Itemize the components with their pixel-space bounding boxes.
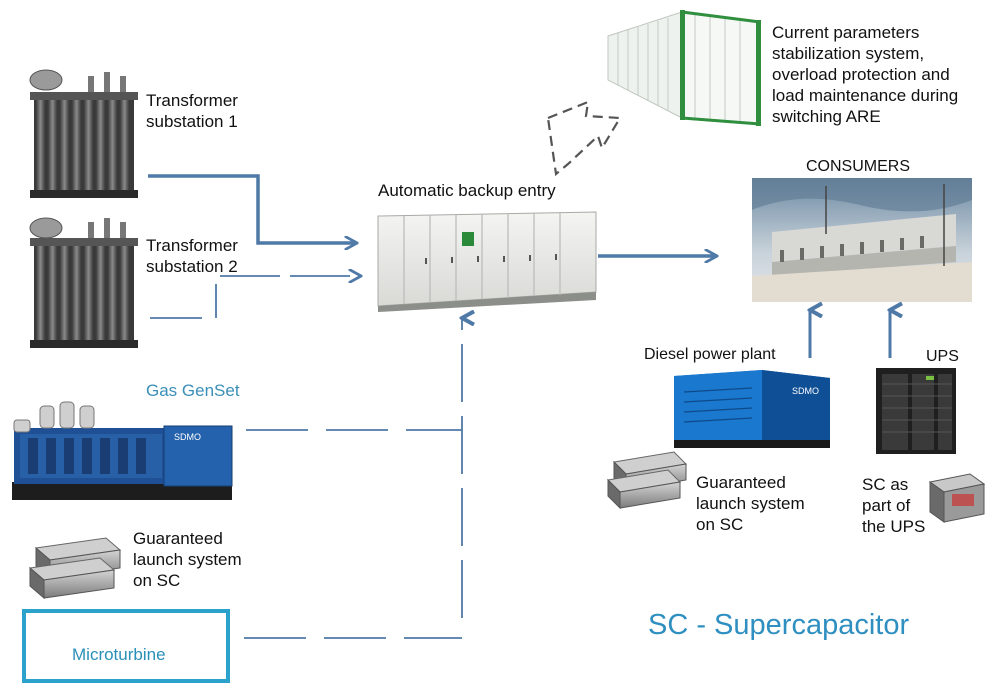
- legend-supercapacitor: SC - Supercapacitor: [648, 609, 910, 641]
- transformer-2-icon: [29, 217, 138, 348]
- guaranteed-launch-left-label: Guaranteed launch system on SC: [133, 529, 242, 590]
- ups-cabinet-icon: [876, 368, 956, 454]
- gas-genset-icon: SDMO: [12, 401, 233, 500]
- ups-label: UPS: [926, 348, 959, 365]
- microturbine-label: Microturbine: [72, 645, 166, 664]
- transformer-1-icon: [29, 69, 138, 198]
- transformer-2-label: Transformer substation 2: [146, 236, 238, 276]
- battery-module-icon: [928, 473, 986, 523]
- dashed-double-arrow-icon: [546, 100, 622, 177]
- consumers-building-photo: [752, 178, 972, 302]
- microturbine-box: Microturbine: [22, 609, 230, 683]
- container-icon: [607, 10, 761, 126]
- diesel-generator-icon: SDMO: [674, 370, 830, 448]
- supercapacitor-module-icon: [28, 537, 122, 600]
- supercapacitor-module-icon: [606, 451, 688, 510]
- transformer-1-label: Transformer substation 1: [146, 91, 238, 131]
- diesel-brand: SDMO: [792, 386, 819, 396]
- line-transformer1-to-are: [148, 174, 356, 243]
- diesel-plant-label: Diesel power plant: [644, 346, 776, 363]
- consumers-label: CONSUMERS: [806, 158, 911, 175]
- sc-ups-label: SC as part of the UPS: [862, 475, 926, 536]
- guaranteed-launch-right-label: Guaranteed launch system on SC: [696, 473, 805, 534]
- switchgear-cabinet-icon: [377, 211, 597, 312]
- genset-brand: SDMO: [174, 432, 201, 442]
- are-label: Automatic backup entry: [378, 181, 556, 200]
- power-lines: [148, 174, 890, 639]
- gas-genset-label: Gas GenSet: [146, 381, 240, 400]
- stabilization-system-label: Current parameters stabilization system,…: [772, 23, 959, 126]
